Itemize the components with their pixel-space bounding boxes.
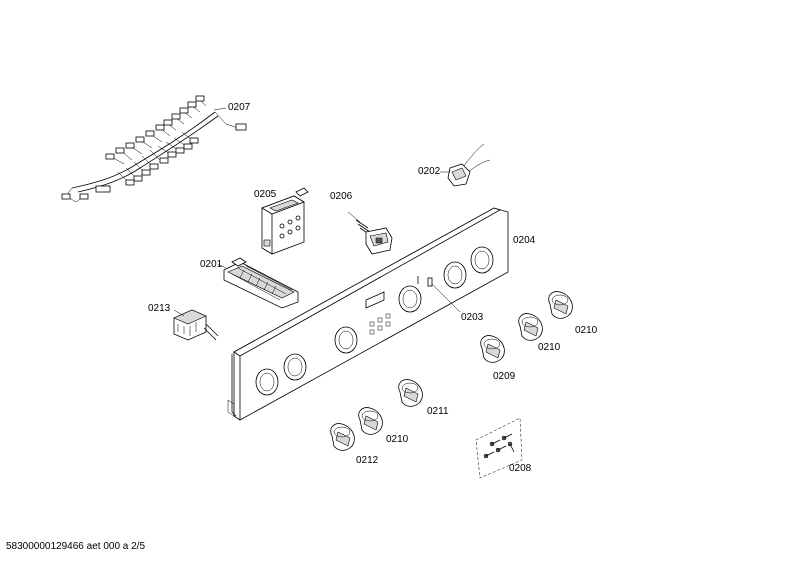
label-0209: 0209: [493, 371, 516, 382]
knob-0210-lower: [358, 407, 383, 435]
label-0206: 0206: [330, 191, 353, 202]
connector-0202: [440, 143, 491, 187]
wiring-harness-0207: [61, 95, 247, 203]
screw-set-0208: [475, 417, 523, 479]
label-0212: 0212: [356, 455, 379, 466]
document-footer: 58300000129466 aet 000 a 2/5: [6, 541, 146, 552]
knob-0209: [480, 335, 505, 363]
label-0207: 0207: [228, 102, 251, 113]
label-0213: 0213: [148, 303, 171, 314]
label-0204: 0204: [513, 235, 536, 246]
label-0203: 0203: [461, 312, 484, 323]
panel-knob-openings: [255, 246, 494, 396]
screw-icon: [483, 433, 515, 459]
switch-0206: [347, 211, 393, 255]
selector-switch-0213: [173, 309, 219, 341]
label-0201: 0201: [200, 259, 223, 270]
label-0202: 0202: [418, 166, 441, 177]
label-0210-middle: 0210: [538, 342, 561, 353]
control-module-0205: [261, 187, 309, 255]
label-0210-right: 0210: [575, 325, 598, 336]
control-panel-0204: [227, 207, 509, 421]
knob-0212: [330, 423, 355, 451]
knob-0211: [398, 379, 423, 407]
knob-0210-upper-right: [548, 291, 573, 319]
label-0208: 0208: [509, 463, 532, 474]
label-0210-lower: 0210: [386, 434, 409, 445]
leader-0203: [431, 283, 461, 313]
knob-0210-upper-left: [518, 313, 543, 341]
terminal-block-0201: [217, 257, 299, 309]
label-0211: 0211: [427, 406, 449, 417]
label-0205: 0205: [254, 189, 277, 200]
